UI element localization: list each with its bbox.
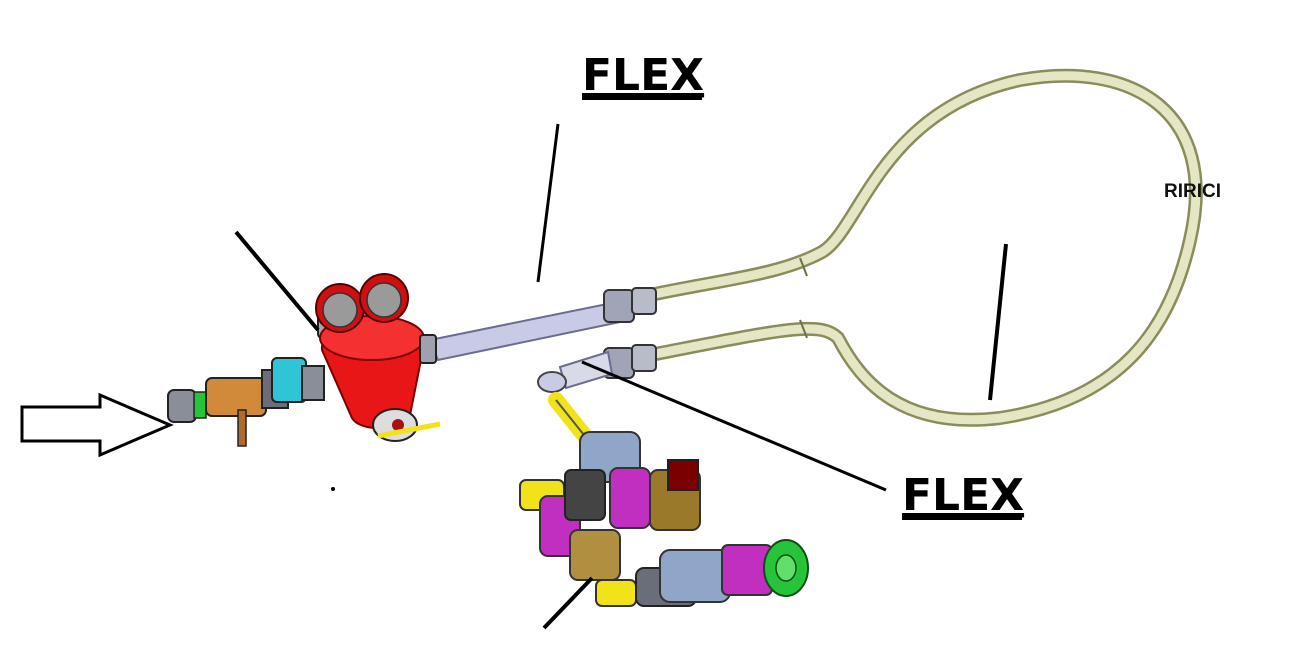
- inlet-arrow: [20, 392, 174, 458]
- pressure-gauge-left: [315, 283, 365, 333]
- hose-loop: [643, 68, 1203, 427]
- flex-pipe-top: [428, 301, 622, 362]
- flex-pipe-bottom: [537, 350, 614, 393]
- leader-lines: [234, 123, 1008, 630]
- regulator: [317, 307, 437, 430]
- valve-manifold: [519, 392, 809, 607]
- leader-loop: [988, 243, 1008, 401]
- label-loop: RIRICI: [1164, 181, 1221, 202]
- pressure-gauge-right: [359, 273, 409, 323]
- leader-flex-bottom: [581, 360, 887, 492]
- label-flex-bottom: FLEX: [902, 470, 1024, 521]
- leader-flex-top: [536, 123, 560, 283]
- regulator-knob: [372, 408, 441, 442]
- leader-regulator: [234, 230, 320, 332]
- marker-dot: [331, 487, 335, 491]
- label-flex-top: FLEX: [582, 50, 704, 101]
- inlet-assembly: [167, 357, 325, 447]
- fitting-top: [603, 287, 657, 323]
- leader-manifold: [542, 576, 594, 630]
